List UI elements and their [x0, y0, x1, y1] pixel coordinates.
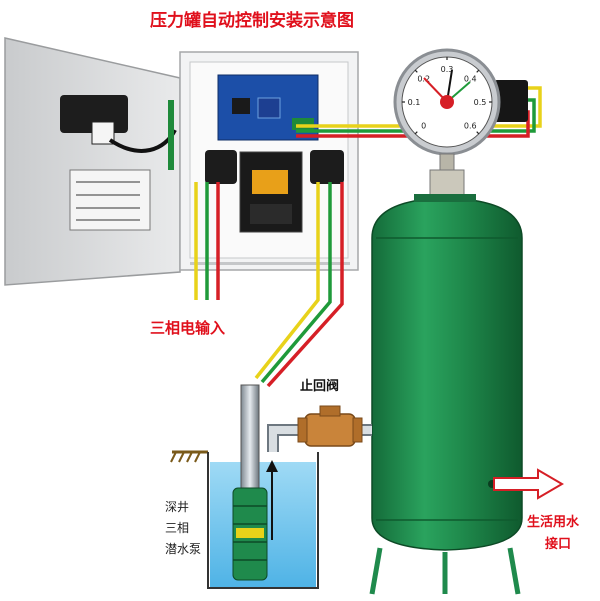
contactor-block: [250, 204, 292, 224]
gauge-tick-label: 0.4: [464, 75, 477, 84]
tank-top-cap: [414, 194, 476, 202]
outlet-arrow: [493, 468, 564, 500]
pump-label-plate: [236, 528, 264, 538]
check-valve-label: 止回阀: [300, 379, 340, 394]
outlet-label-line1: 生活用水: [527, 515, 580, 530]
pcb-relay-blue: [257, 97, 281, 119]
gauge-tick-mark: [414, 131, 418, 135]
gauge-tick-label: 0.5: [474, 98, 487, 107]
input-terminal-block: [205, 150, 237, 184]
gauge-hub: [440, 95, 454, 109]
three-phase-input-wires: [194, 182, 220, 300]
three-phase-input-label: 三相电输入: [150, 319, 226, 337]
gauge-junction-box: [494, 80, 528, 122]
pump-wire-red: [266, 182, 344, 388]
gauge-tick-mark: [414, 69, 418, 73]
gauge-ticks: 0 0.1 0.2 0.3 0.4 0.5 0.6: [402, 57, 492, 135]
tank-body: [371, 197, 523, 551]
diagram-title: 压力罐自动控制安装示意图: [150, 11, 354, 31]
pump-wire-yellow: [254, 182, 320, 380]
submersible-pump: [232, 384, 268, 581]
well-wall: [207, 452, 319, 589]
gauge-tick-label: 0.6: [464, 121, 477, 130]
flow-arrow-up: [266, 460, 278, 540]
pump-wires: [254, 182, 344, 388]
pcb-relay: [232, 98, 250, 114]
discharge-piping: [267, 405, 372, 452]
check-valve-body: [304, 413, 356, 447]
pump-label-line3: 潜水泵: [165, 542, 202, 556]
control-box-door: [4, 37, 181, 286]
pump-label-line1: 深井: [165, 500, 190, 514]
check-valve-cap: [319, 405, 341, 417]
pump-wire-green: [260, 182, 332, 384]
control-box: [4, 37, 359, 286]
wiring-label-sheet: [69, 169, 151, 231]
tank-leg-right: [507, 547, 521, 595]
output-terminal-block: [310, 150, 344, 184]
door-terminal-strip: [168, 100, 174, 170]
gauge-tick-label: 0.2: [417, 75, 430, 84]
door-switch: [91, 121, 115, 145]
gauge-tick-label: 0.1: [408, 98, 421, 107]
gauge-tick-label: 0: [421, 121, 426, 130]
gauge-tick-mark: [476, 131, 480, 135]
gauge-tick-mark: [476, 69, 480, 73]
outlet-label-line2: 接口: [545, 537, 572, 552]
pressure-gauge: 0 0.1 0.2 0.3 0.4 0.5 0.6: [393, 48, 528, 201]
gauge-tick-label: 0.3: [441, 65, 454, 74]
pump-label-line2: 三相: [165, 521, 190, 535]
pressure-tank: [369, 194, 523, 595]
outlet-arrow-shape: [493, 468, 564, 500]
gauge-stem: [439, 153, 455, 173]
pump-riser-pipe: [240, 384, 260, 496]
pcb-terminal: [292, 118, 314, 130]
tank-leg-left: [369, 547, 383, 595]
contactor-label: [252, 170, 288, 194]
check-valve: [297, 405, 363, 447]
